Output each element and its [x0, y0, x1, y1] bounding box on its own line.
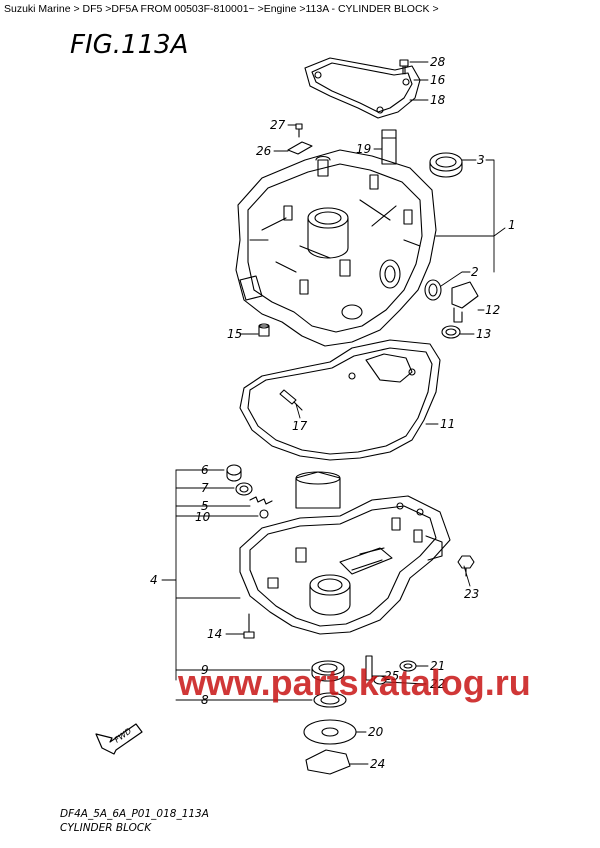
fwd-label: FWD [113, 726, 133, 744]
oil-seal-9[interactable] [311, 660, 345, 682]
callout-1[interactable]: 1 [508, 218, 516, 232]
callout-9[interactable]: 9 [201, 663, 209, 677]
callout-5[interactable]: 5 [201, 499, 209, 513]
bolt-28[interactable] [399, 59, 409, 75]
bolt-14[interactable] [243, 613, 255, 639]
callout-24[interactable]: 24 [370, 757, 385, 771]
spring-5[interactable] [249, 496, 273, 505]
o-ring-2[interactable] [424, 279, 442, 301]
callout-4[interactable]: 4 [150, 573, 158, 587]
bolt-27[interactable] [295, 123, 303, 138]
callout-7[interactable]: 7 [201, 481, 209, 495]
cover-plate[interactable] [304, 57, 421, 119]
footer-name: CYLINDER BLOCK [60, 822, 152, 834]
stud-17[interactable] [279, 389, 303, 411]
gasket-11[interactable] [239, 339, 441, 461]
callout-14[interactable]: 14 [207, 627, 222, 641]
callout-21[interactable]: 21 [430, 659, 445, 673]
callout-23[interactable]: 23 [464, 587, 479, 601]
callout-26[interactable]: 26 [256, 144, 272, 158]
plug-19[interactable] [381, 129, 397, 165]
callout-25[interactable]: 25 [384, 669, 399, 683]
callout-15[interactable]: 15 [227, 327, 242, 341]
callout-27[interactable]: 27 [270, 118, 286, 132]
fwd-arrow-icon: FWD [95, 723, 143, 755]
leader-lines [161, 61, 506, 765]
callout-labels: 28 16 18 27 26 19 3 1 2 12 15 13 17 11 6… [150, 55, 516, 771]
ball-10[interactable] [259, 509, 269, 519]
callout-3[interactable]: 3 [477, 153, 485, 167]
o-ring-7[interactable] [235, 482, 253, 496]
callout-11[interactable]: 11 [440, 417, 455, 431]
plug-6[interactable] [226, 464, 242, 482]
oil-seal-8[interactable] [313, 692, 347, 708]
crankcase[interactable] [239, 471, 451, 635]
dowel-15[interactable] [258, 323, 270, 337]
clamp-26[interactable] [287, 141, 313, 155]
callout-12[interactable]: 12 [485, 303, 500, 317]
callout-8[interactable]: 8 [201, 693, 209, 707]
oil-seal-3[interactable] [429, 152, 463, 178]
figure-title: FIG.113A [70, 30, 189, 60]
watermark: www.partskatalog.ru [178, 662, 531, 703]
callout-22[interactable]: 22 [430, 677, 445, 691]
bolt-25[interactable] [365, 655, 373, 681]
callout-17[interactable]: 17 [292, 419, 308, 433]
callout-16[interactable]: 16 [430, 73, 446, 87]
plate-20[interactable] [303, 719, 357, 745]
callout-19[interactable]: 19 [356, 142, 371, 156]
o-ring-13[interactable] [441, 325, 461, 339]
cylinder-block[interactable] [235, 149, 437, 347]
callout-28[interactable]: 28 [430, 55, 446, 69]
footer-code: DF4A_5A_6A_P01_018_113A [60, 808, 209, 820]
callout-6[interactable]: 6 [201, 463, 209, 477]
callout-18[interactable]: 18 [430, 93, 446, 107]
callout-2[interactable]: 2 [471, 265, 479, 279]
breadcrumb[interactable]: Suzuki Marine > DF5 >DF5A FROM 00503F-81… [4, 3, 439, 15]
callout-13[interactable]: 13 [476, 327, 491, 341]
callout-10[interactable]: 10 [195, 510, 211, 524]
gasket-24[interactable] [305, 749, 351, 775]
cap-12[interactable] [451, 281, 479, 323]
callout-20[interactable]: 20 [368, 725, 384, 739]
